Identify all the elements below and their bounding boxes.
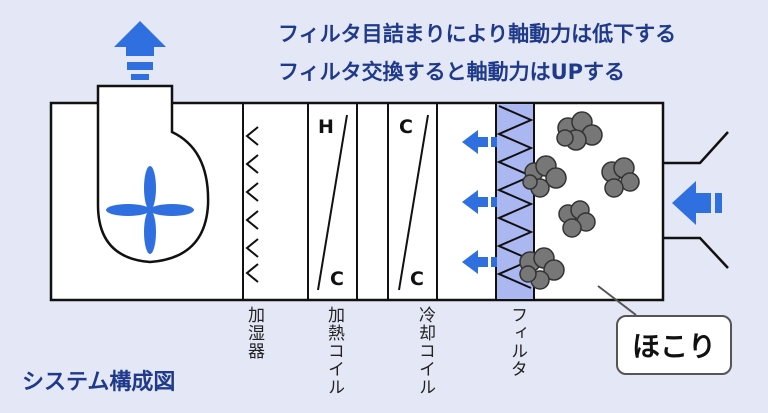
heating-coil-bottom-letter: C: [330, 268, 344, 290]
heating-coil-diagonal: [317, 114, 348, 291]
inlet-duct-top: [663, 131, 729, 165]
humidifier-label: 加湿器: [244, 306, 264, 360]
cooling-coil-bottom-letter: C: [410, 268, 424, 290]
cooling-coil-diagonal: [398, 114, 429, 291]
heating-coil-label: 加熱コイル: [324, 306, 344, 396]
fan-icon: [106, 166, 194, 254]
humidifier-element: [245, 126, 259, 283]
dust-callout-pointer: [597, 285, 637, 316]
dust-clump: [558, 200, 596, 238]
headline-line-1: フィルタ目詰まりにより軸動力は低下する: [278, 22, 677, 46]
dust-callout: ほこり: [616, 315, 732, 375]
outlet-arrow-icon: [114, 21, 166, 80]
cooling-coil-top-letter: C: [399, 116, 413, 138]
airflow-arrow-icon: [462, 250, 497, 274]
dust-clump: [522, 155, 567, 198]
inlet-arrow-icon: [672, 181, 722, 225]
dust-clump: [601, 157, 640, 198]
airflow-arrow-icon: [462, 130, 497, 154]
diagram-caption: システム構成図: [22, 370, 176, 395]
headline-line-2: フィルタ交換すると軸動力はUPする: [278, 60, 626, 84]
dust-clump: [556, 111, 603, 151]
cooling-coil-label: 冷却コイル: [415, 306, 435, 396]
dust-clumps: [519, 111, 640, 290]
filter-label: フィルタ: [507, 306, 527, 378]
airflow-arrow-icon: [462, 190, 497, 214]
heating-coil-top-letter: H: [318, 116, 334, 138]
inlet-duct-bottom: [663, 236, 729, 269]
dust-callout-label: ほこり: [631, 330, 716, 363]
dust-clump: [519, 247, 565, 290]
